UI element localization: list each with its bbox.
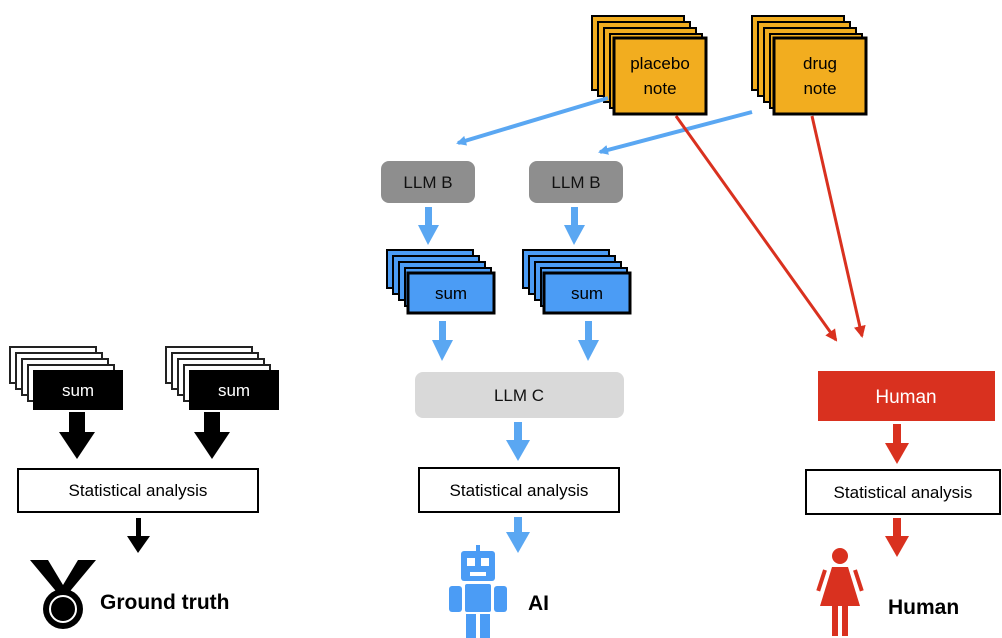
red-arrow-human-down xyxy=(885,424,909,464)
placebo-note-line2: note xyxy=(643,79,676,98)
human-outcome-label: Human xyxy=(888,596,959,619)
blue-arrow-llm-b-left-down xyxy=(418,207,439,245)
medal-icon xyxy=(30,560,96,629)
ground-truth-arrow-left xyxy=(59,412,95,459)
ground-truth-sum-stack-left: sum xyxy=(9,346,123,410)
human-box-label: Human xyxy=(875,387,936,408)
blue-arrow-sum-right-down xyxy=(578,321,599,361)
ground-truth-analysis-box: Statistical analysis xyxy=(17,468,259,513)
ground-truth-label: Ground truth xyxy=(100,591,229,614)
arrow-drug-to-human xyxy=(810,115,866,338)
blue-arrow-llm-c-down xyxy=(506,422,530,461)
blue-arrow-analysis-down xyxy=(506,517,530,553)
ai-analysis-box: Statistical analysis xyxy=(418,467,620,513)
ground-truth-arrow-down xyxy=(127,518,150,553)
sum-label: sum xyxy=(218,381,250,400)
sum-label: sum xyxy=(62,381,94,400)
llm-b-box-right: LLM B xyxy=(529,161,623,203)
analysis-label: Statistical analysis xyxy=(69,481,208,500)
ai-sum-stack-right: sum xyxy=(522,249,632,315)
placebo-note-line1: placebo xyxy=(630,54,690,73)
ground-truth-sum-stack-right: sum xyxy=(165,346,279,410)
arrow-placebo-to-llm-b xyxy=(456,96,609,146)
robot-icon xyxy=(449,545,507,638)
sum-label: sum xyxy=(571,284,603,303)
human-analysis-box: Statistical analysis xyxy=(805,469,1001,515)
llm-c-box: LLM C xyxy=(415,372,624,418)
llm-b-label: LLM B xyxy=(403,173,452,192)
placebo-note-stack: placebo note xyxy=(591,15,708,116)
drug-note-line1: drug xyxy=(803,54,837,73)
red-arrow-analysis-down xyxy=(885,518,909,557)
llm-b-label: LLM B xyxy=(551,173,600,192)
ai-label: AI xyxy=(528,592,549,615)
blue-arrow-llm-b-right-down xyxy=(564,207,585,245)
woman-icon xyxy=(816,548,864,636)
ground-truth-arrow-right xyxy=(194,412,230,459)
analysis-label: Statistical analysis xyxy=(450,481,589,500)
human-box: Human xyxy=(818,371,995,421)
llm-c-label: LLM C xyxy=(494,386,544,405)
drug-note-line2: note xyxy=(803,79,836,98)
sum-label: sum xyxy=(435,284,467,303)
blue-arrow-sum-left-down xyxy=(432,321,453,361)
arrow-drug-to-llm-b xyxy=(598,110,753,155)
drug-note-stack: drug note xyxy=(751,15,868,116)
arrow-placebo-to-human xyxy=(674,115,838,342)
ai-sum-stack-left: sum xyxy=(386,249,496,315)
llm-b-box-left: LLM B xyxy=(381,161,475,203)
analysis-label: Statistical analysis xyxy=(834,483,973,502)
